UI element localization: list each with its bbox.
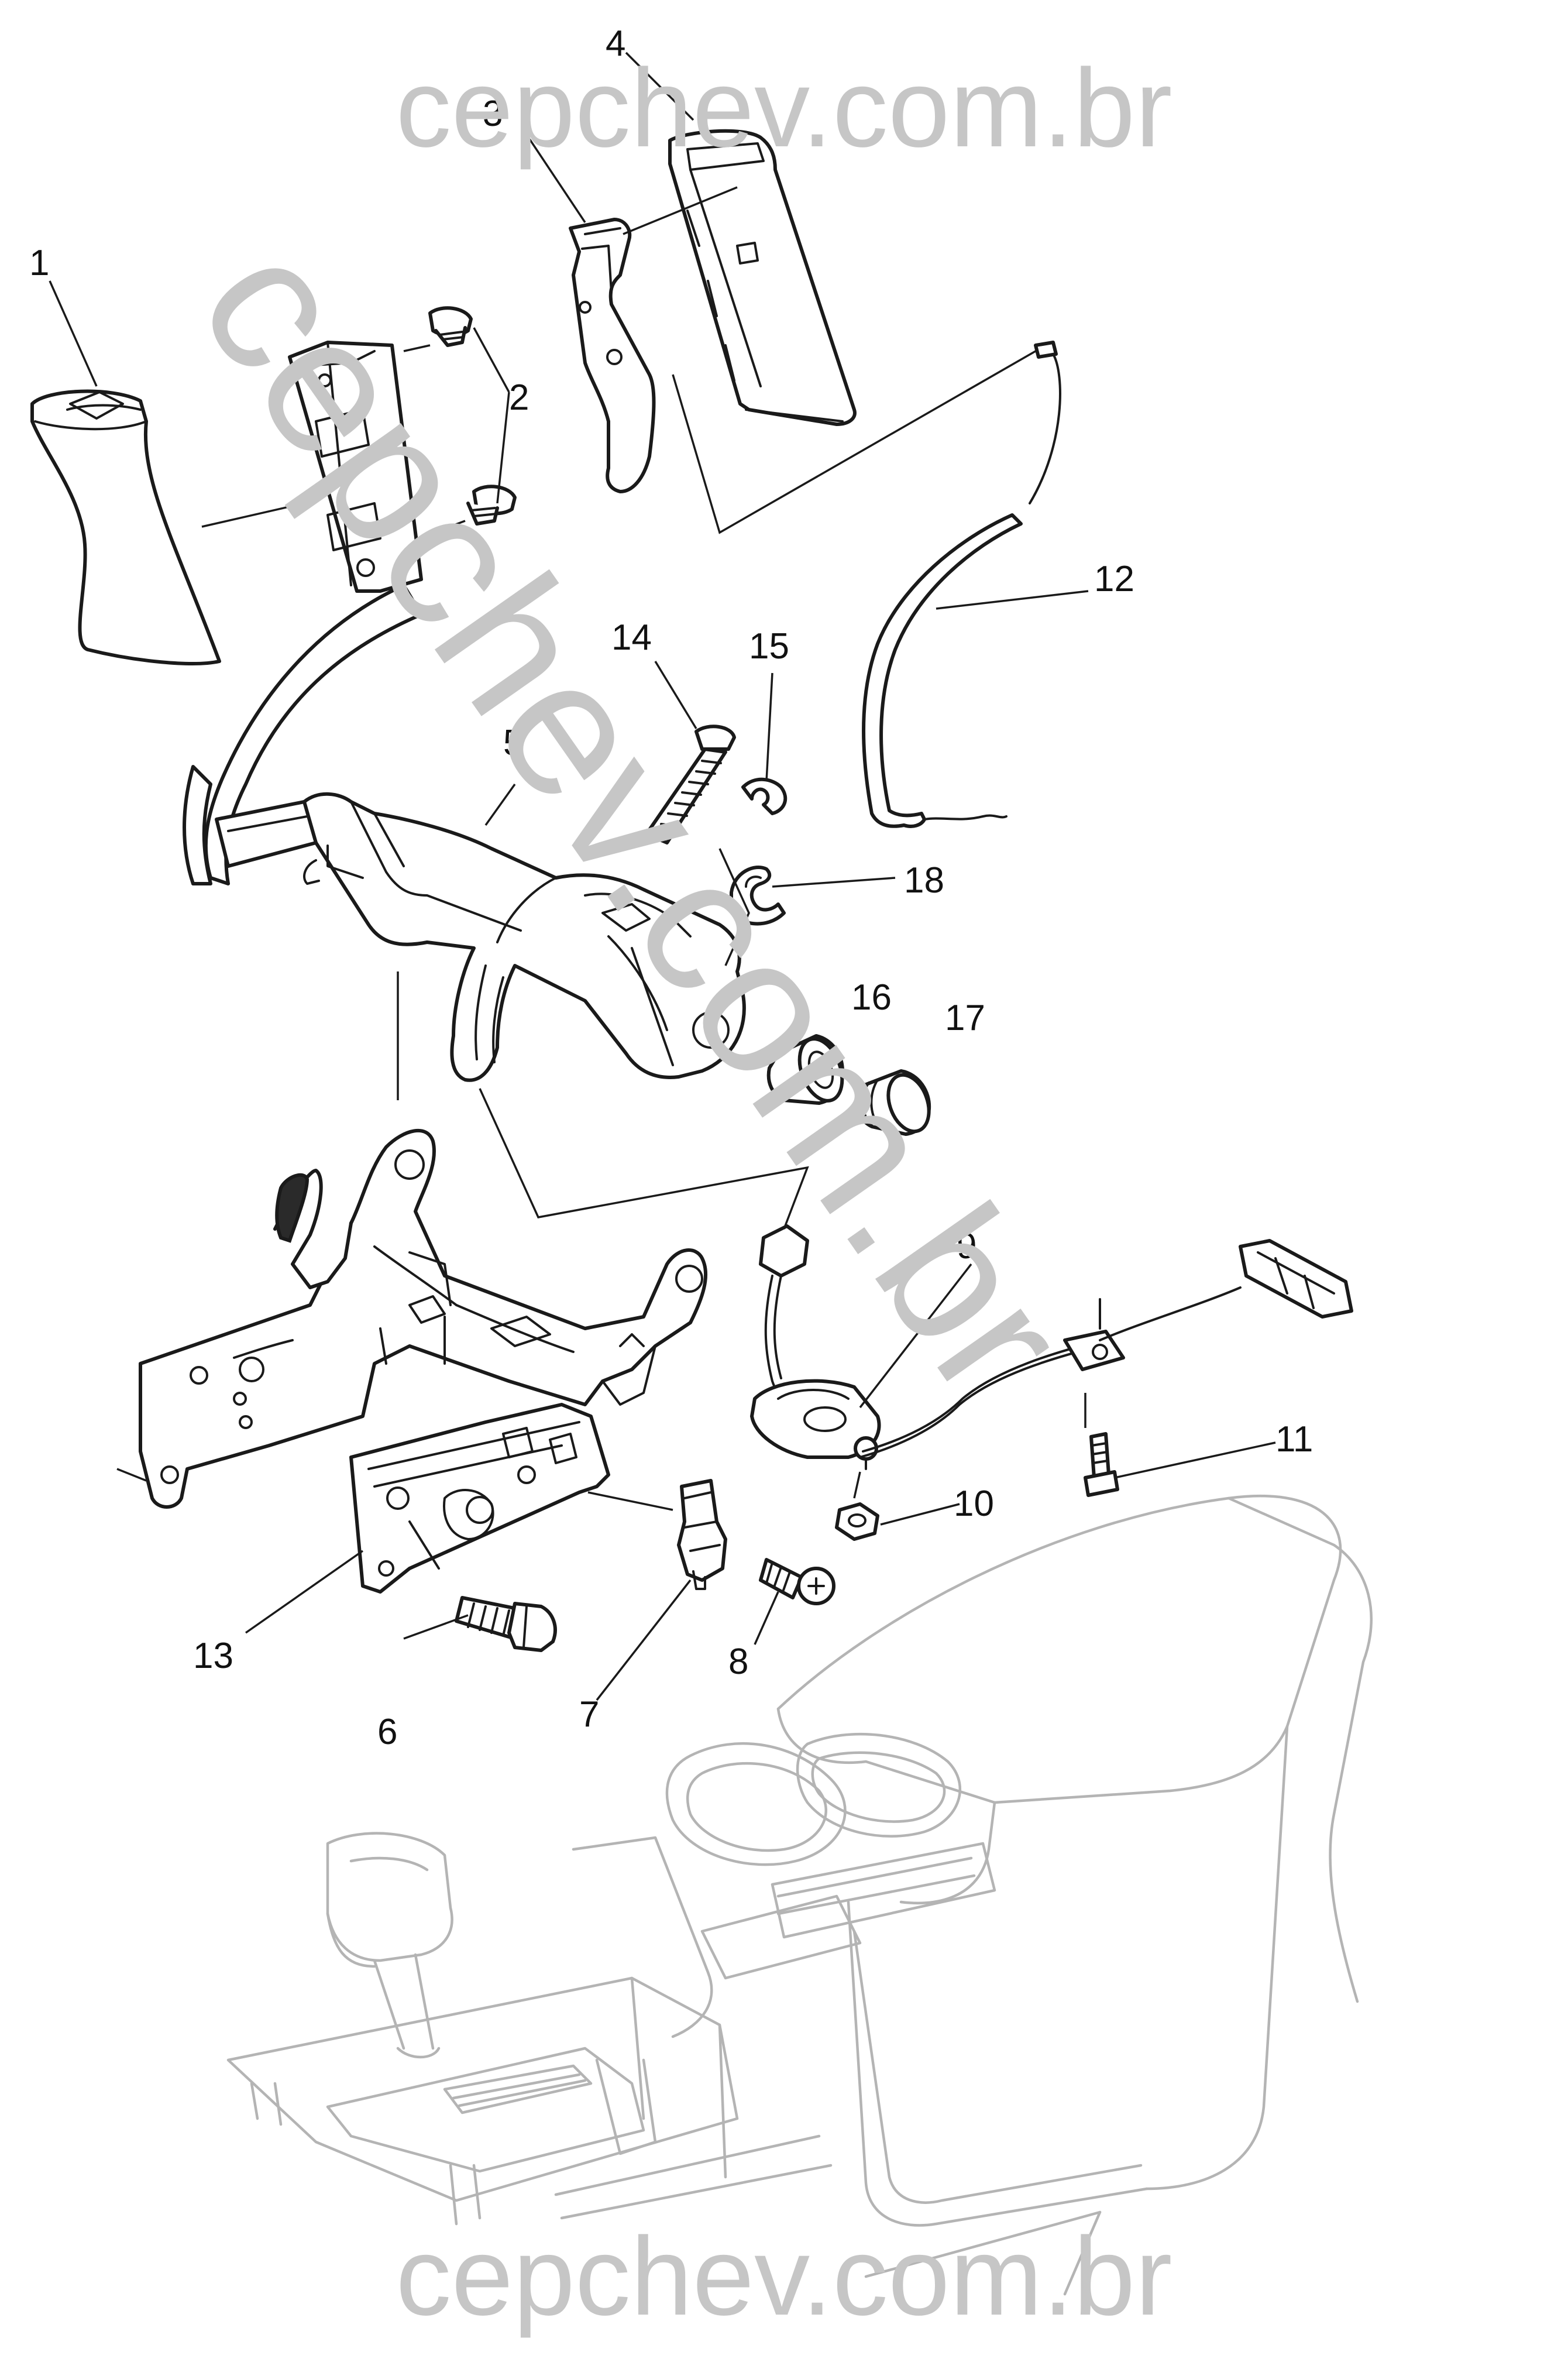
- part-6-bolt: [455, 1596, 557, 1652]
- part-1-trim-cover: [30, 389, 221, 665]
- part-13-mechanism-plate: [349, 1403, 610, 1594]
- part-14-bolt: [645, 725, 736, 844]
- watermark-top: cepchev.com.br: [396, 46, 1172, 170]
- callout-12: 12: [1094, 559, 1134, 599]
- callout-4: 4: [606, 23, 625, 64]
- part-12-cable: [862, 341, 1061, 828]
- callout-10: 10: [954, 1484, 994, 1524]
- callout-13: 13: [193, 1636, 233, 1676]
- part-4-cover-panel: [668, 129, 857, 426]
- part-16-bushing: [766, 1034, 844, 1105]
- callout-3: 3: [483, 94, 503, 134]
- part-3-lever: [569, 218, 656, 493]
- callout-15: 15: [749, 626, 789, 667]
- part-18-retaining-ring: [730, 865, 786, 926]
- part-15-clip: [741, 777, 788, 815]
- callout-17: 17: [945, 998, 985, 1038]
- callout-14: 14: [611, 617, 652, 658]
- part-5-handle-housing: [215, 792, 746, 1082]
- callout-6: 6: [377, 1712, 397, 1752]
- callout-2: 2: [509, 377, 529, 418]
- callout-1: 1: [29, 243, 49, 283]
- callout-18: 18: [904, 860, 944, 901]
- part-2-screws: [428, 306, 517, 526]
- callout-16: 16: [851, 977, 892, 1018]
- part-9-release-cable: [750, 1224, 1353, 1470]
- callout-9: 9: [957, 1226, 976, 1266]
- callout-5: 5: [503, 723, 523, 763]
- part-11-bolt: [1084, 1432, 1119, 1497]
- watermark-bottom: cepchev.com.br: [396, 2215, 1172, 2339]
- part-8-screw: [759, 1558, 835, 1605]
- bracket-assembly: [183, 341, 423, 885]
- callout-8: 8: [728, 1642, 748, 1682]
- callout-labels: 1 2 3 4 5 6 7 8 9 10 11 12 13 14 15 16 1…: [29, 23, 1313, 1752]
- part-17-cap: [855, 1069, 931, 1136]
- base-bracket-assembly: [139, 1129, 708, 1509]
- leader-lines: [49, 52, 1276, 1701]
- callout-7: 7: [579, 1694, 599, 1735]
- part-7-switch: [677, 1479, 727, 1590]
- part-10-nut: [835, 1502, 879, 1541]
- console-outline: [226, 1495, 1373, 2296]
- callout-11: 11: [1275, 1419, 1313, 1460]
